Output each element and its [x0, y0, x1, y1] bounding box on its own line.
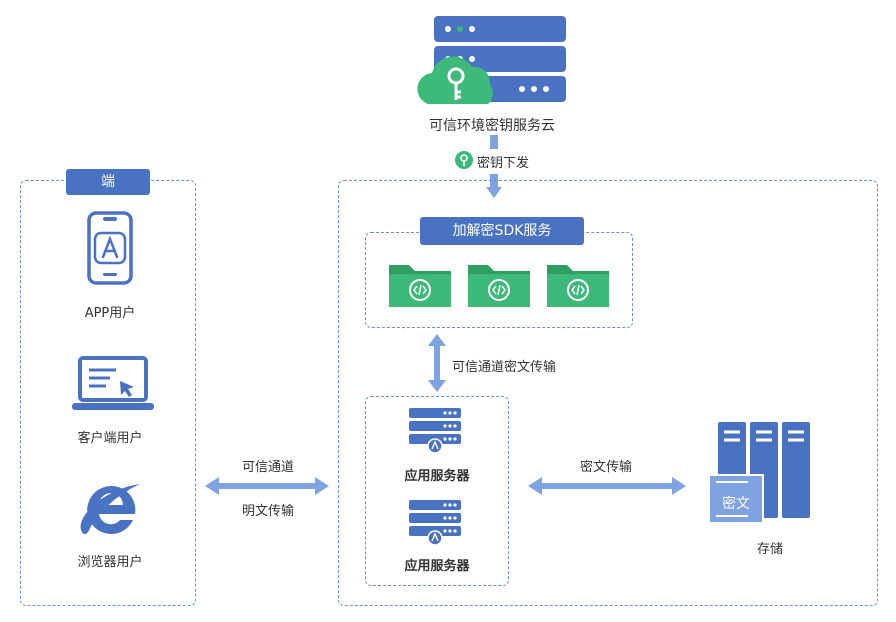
key-issue-row: 密钥下发: [455, 151, 575, 171]
code-folder-icon: [547, 265, 609, 307]
browser-ie-icon: [80, 484, 140, 535]
laptop-icon: [72, 356, 154, 410]
client-item-label-desktop: 客户端用户: [77, 431, 143, 446]
code-folder-icon: [468, 265, 530, 307]
phone-app-icon: [87, 211, 133, 285]
app-server-label-2: 应用服务器: [404, 559, 470, 574]
client-panel-title: 端: [66, 169, 150, 195]
client-item-label-app: APP用户: [84, 306, 136, 321]
key-issue-arrow: [486, 174, 502, 198]
code-folder-icon: [389, 265, 451, 307]
client-channel-arrow: [205, 477, 329, 495]
key-service-cloud-label: 可信环境密钥服务云: [429, 118, 555, 134]
storage-channel-arrow: [528, 477, 686, 495]
app-server-box: [365, 396, 509, 586]
ciphertext-doc: 密文: [708, 474, 764, 524]
key-badge-icon: [455, 151, 473, 169]
app-server-label-1: 应用服务器: [404, 469, 470, 484]
key-issue-label: 密钥下发: [477, 156, 530, 171]
app-server-icon: [409, 500, 461, 546]
client-channel-label-top: 可信通道: [241, 460, 294, 475]
ciphertext-doc-line: [716, 515, 748, 517]
client-item-label-browser: 浏览器用户: [77, 555, 143, 570]
service-panel: [338, 180, 878, 606]
client-channel-label-bottom: 明文传输: [241, 504, 294, 519]
key-service-cloud: [412, 12, 572, 112]
sdk-title: 加解密SDK服务: [420, 217, 584, 245]
storage-channel-label: 密文传输: [579, 460, 632, 475]
ciphertext-doc-line: [716, 481, 748, 483]
storage-label: 存储: [756, 542, 783, 557]
sdk-channel-arrow: [428, 334, 446, 392]
cloud-connector: [490, 135, 498, 149]
sdk-channel-label: 可信通道密文传输: [452, 360, 557, 375]
app-server-icon: [409, 408, 461, 454]
server-cloud-key-icon: [417, 16, 566, 104]
ciphertext-doc-label: 密文: [722, 496, 750, 512]
